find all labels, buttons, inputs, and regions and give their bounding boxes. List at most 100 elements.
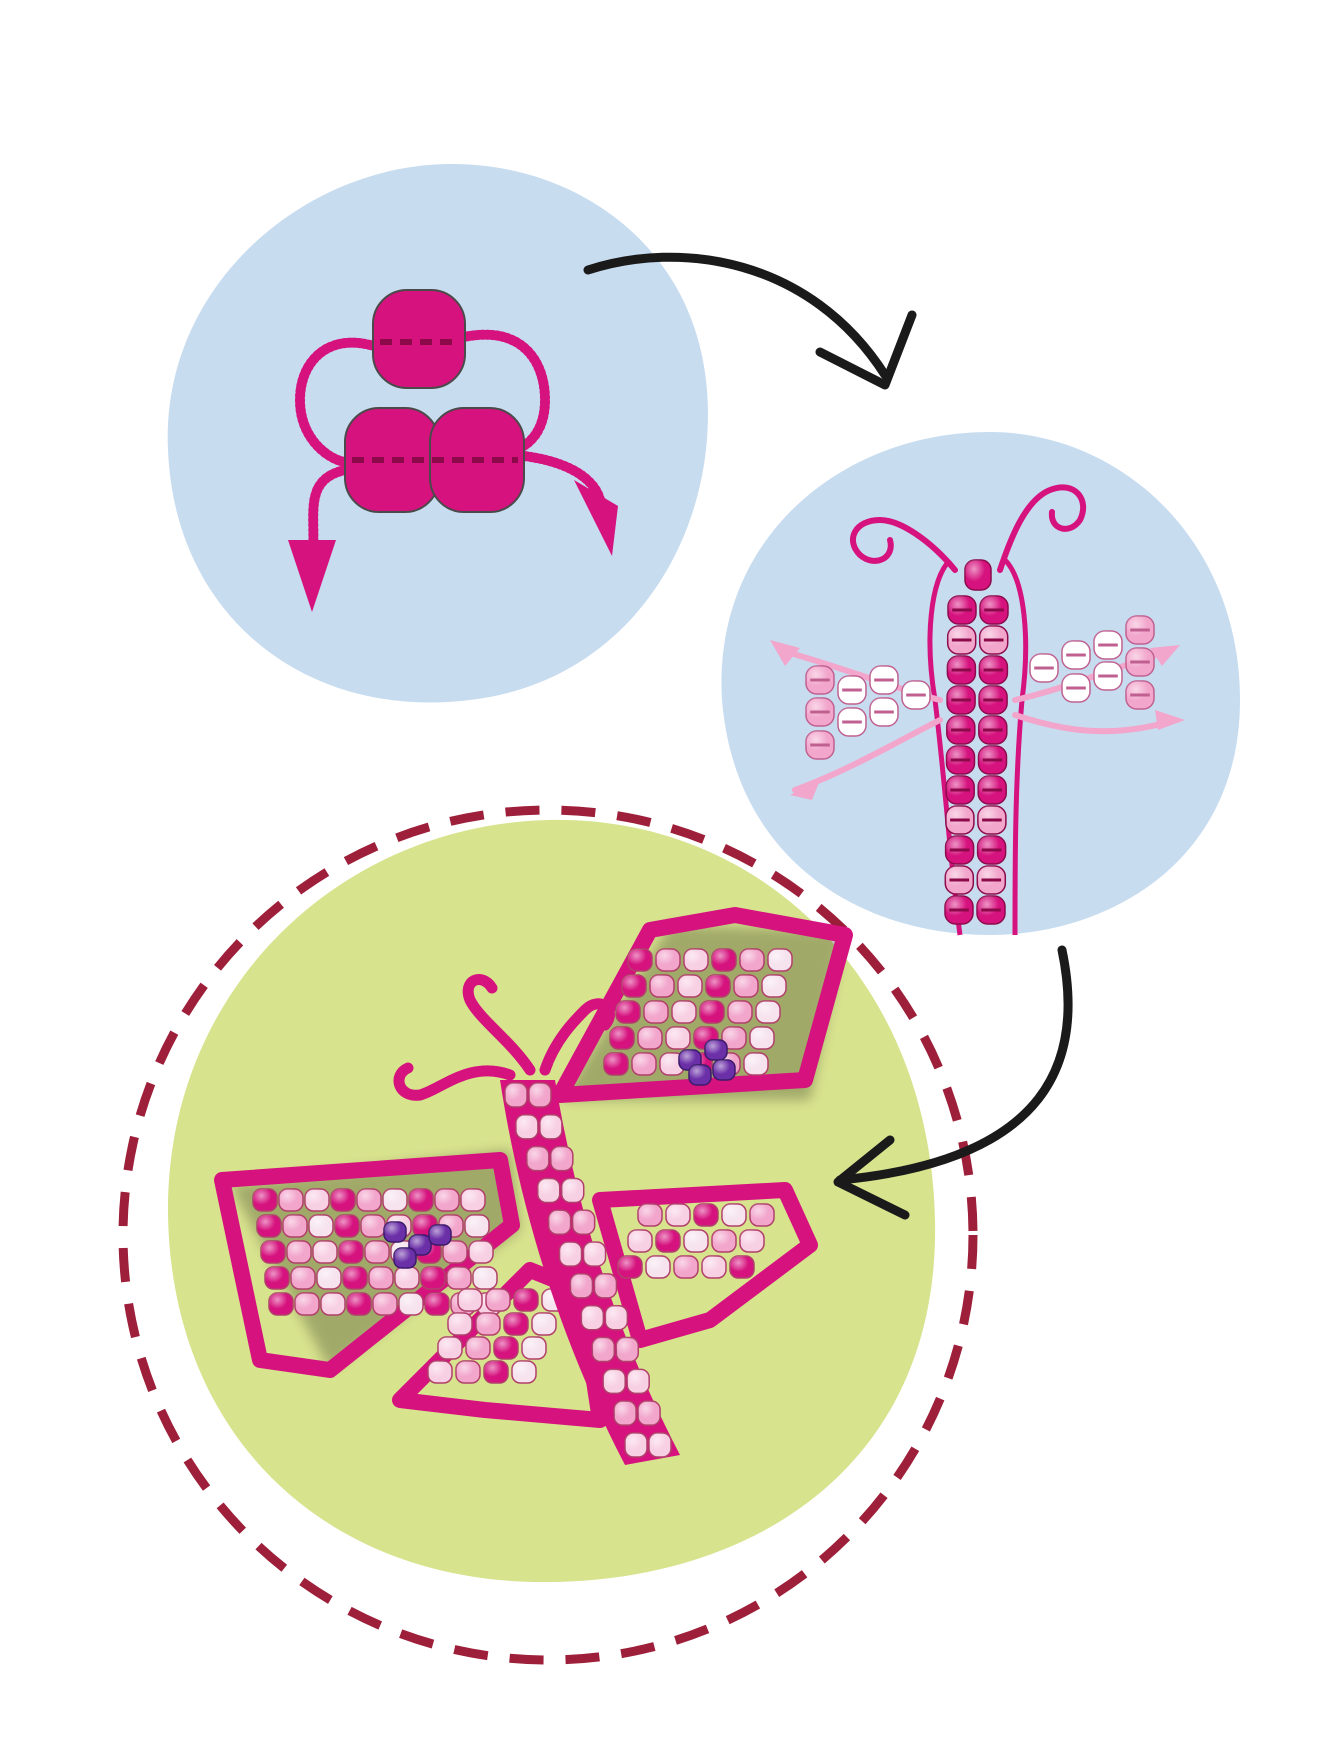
- bead-shine: [689, 1065, 711, 1085]
- bead-shine: [660, 1053, 684, 1075]
- bead-shine: [628, 949, 652, 971]
- bead-shine: [744, 1053, 768, 1075]
- bead-shine: [476, 1313, 500, 1335]
- bead-shine: [713, 1060, 735, 1080]
- bead-shine: [261, 1241, 285, 1263]
- bead-shine: [592, 1337, 615, 1362]
- wing-arrow-left-top-icon: [770, 640, 800, 666]
- bead-shine: [700, 1001, 724, 1023]
- bead-shine: [548, 1210, 571, 1235]
- bead-shine: [343, 1267, 367, 1289]
- bead-shine: [421, 1267, 445, 1289]
- bead-shine: [369, 1267, 393, 1289]
- bead-shine: [561, 1178, 584, 1203]
- bead-shine: [526, 1146, 549, 1171]
- bead-shine: [409, 1189, 433, 1211]
- bead-shine: [532, 1313, 556, 1335]
- bead-shine: [644, 1001, 668, 1023]
- bead-shine: [269, 1293, 293, 1315]
- dashed-ring: [118, 805, 978, 1665]
- bead-shine: [594, 1273, 617, 1298]
- step-1-panel: [167, 163, 708, 703]
- step-2-background-circle: [721, 432, 1240, 935]
- wing-arrow-right-top-icon: [1150, 645, 1180, 666]
- bead-shine: [618, 1256, 642, 1278]
- bead-shine: [603, 1369, 626, 1394]
- bead-shine: [605, 1305, 628, 1330]
- bead-shine: [321, 1293, 345, 1315]
- bead-shine: [399, 1293, 423, 1315]
- wing-arrow-left-bottom-icon: [790, 780, 820, 800]
- bead-shine: [678, 975, 702, 997]
- bead-shine: [504, 1313, 528, 1335]
- bead-shine: [756, 1001, 780, 1023]
- step-2-panel: [721, 432, 1240, 936]
- bead-shine: [734, 975, 758, 997]
- bead-shine: [347, 1293, 371, 1315]
- bead-shine: [425, 1293, 449, 1315]
- bead-shine: [581, 1305, 604, 1330]
- bead-shine: [447, 1267, 471, 1289]
- bead-shine: [706, 975, 730, 997]
- bead-shine: [394, 1248, 416, 1268]
- bead-shine: [283, 1215, 307, 1237]
- bead-shine: [305, 1189, 329, 1211]
- bead-shine: [722, 1204, 746, 1226]
- bead-shine: [435, 1189, 459, 1211]
- bead-shine: [559, 1242, 582, 1267]
- bead-shine: [512, 1361, 536, 1383]
- bead-shine: [384, 1222, 406, 1242]
- bead-shine: [610, 1027, 634, 1049]
- bead-shine: [257, 1215, 281, 1237]
- bead-shine: [616, 1001, 640, 1023]
- bead-shine: [429, 1225, 451, 1245]
- bead-shine: [448, 1313, 472, 1335]
- bead-shine: [486, 1289, 510, 1311]
- bead-shine: [614, 1401, 637, 1426]
- bead-shine: [656, 949, 680, 971]
- bead-shine: [537, 1178, 560, 1203]
- bead-shine: [287, 1241, 311, 1263]
- bead-shine: [456, 1361, 480, 1383]
- bead-shine: [730, 1256, 754, 1278]
- bead-shine: [712, 1230, 736, 1252]
- wing-arrow-right-bottom-icon: [1155, 710, 1185, 730]
- bead-shine: [331, 1189, 355, 1211]
- bead-shine: [672, 1001, 696, 1023]
- bead-shine: [265, 1267, 289, 1289]
- bead-shine: [395, 1267, 419, 1289]
- bead-shine: [625, 1433, 647, 1457]
- bead-shine: [622, 975, 646, 997]
- antenna-finished-icon: [393, 974, 615, 1101]
- bead-shine: [656, 1230, 680, 1252]
- bead-shine: [494, 1337, 518, 1359]
- antenna-icon: [849, 484, 1087, 573]
- bead-shine: [740, 949, 764, 971]
- bead-shine: [253, 1189, 277, 1211]
- bead-shine: [694, 1204, 718, 1226]
- bead-shine: [339, 1241, 363, 1263]
- bead-shine: [570, 1273, 593, 1298]
- bead-shine: [361, 1215, 385, 1237]
- bead-shine: [473, 1267, 497, 1289]
- bead-shine: [514, 1289, 538, 1311]
- bead-shine: [646, 1256, 670, 1278]
- bead-shine: [383, 1189, 407, 1211]
- bead-shine: [357, 1189, 381, 1211]
- bead-shine: [317, 1267, 341, 1289]
- bead-shine: [438, 1337, 462, 1359]
- bead-shine: [684, 949, 708, 971]
- bead-shine: [309, 1215, 333, 1237]
- bead-shine: [539, 1114, 562, 1139]
- bead-shine: [638, 1204, 662, 1226]
- arrow-head-right-icon: [574, 480, 618, 556]
- butterfly-body: [500, 1080, 680, 1465]
- bead-shine: [505, 1083, 527, 1107]
- bead-shine: [674, 1256, 698, 1278]
- bead-shine: [335, 1215, 359, 1237]
- curved-arrow-icon: [833, 945, 1073, 1220]
- bead-shine: [313, 1241, 337, 1263]
- bead-shine: [638, 1401, 661, 1426]
- bead-shine: [684, 1230, 708, 1252]
